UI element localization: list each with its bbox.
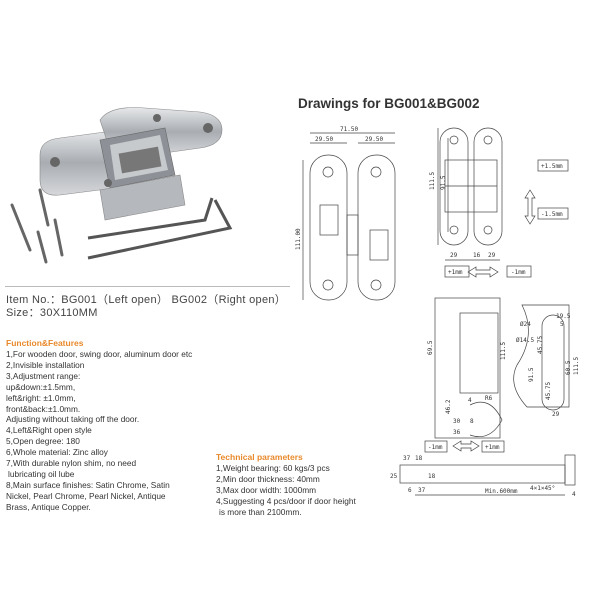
dim-label: 111.00: [295, 228, 302, 250]
dim-label: 6: [408, 487, 412, 494]
technical-line: 1,Weight bearing: 60 kgs/3 pcs: [216, 463, 330, 473]
dim-label: 29: [488, 252, 496, 259]
screws-image: [10, 188, 64, 264]
dim-label: Ø24: [520, 321, 531, 328]
dim-label: 8: [470, 418, 474, 425]
feature-line: 1,For wooden door, swing door, aluminum …: [6, 349, 193, 359]
hex-key-image: [87, 197, 233, 260]
hinge-image: [39, 107, 223, 221]
dim-label: 18: [415, 455, 423, 462]
dim-label: 71.50: [340, 126, 358, 133]
feature-line: left&right: ±1.0mm,: [6, 392, 76, 403]
feature-line: 4,Left&Right open style: [6, 425, 92, 436]
technical-list: 1,Weight bearing: 60 kgs/3 pcs 2,Min doo…: [216, 463, 356, 518]
dim-label: 29: [552, 411, 560, 418]
feature-line: Brass, Antique Copper.: [6, 501, 91, 512]
dim-label: 111.5: [500, 342, 507, 360]
dim-label: Min.600mm: [485, 488, 518, 495]
rod-drawing: [399, 454, 576, 496]
dim-label: 18: [428, 473, 436, 480]
dim-label: 4×1×45°: [530, 485, 555, 492]
feature-line: front&back:±1.0mm.: [6, 403, 81, 414]
feature-line: 2,Invisible installation: [6, 359, 85, 370]
feature-line: 5,Open degree: 180: [6, 436, 80, 447]
technical-line: is more than 2100mm.: [219, 506, 302, 517]
dim-label: 91.5: [440, 175, 447, 190]
feature-line: lubricating oil lube: [8, 468, 75, 479]
dim-label: 29.50: [365, 136, 383, 143]
dim-label: 45.75: [545, 382, 552, 400]
dim-label: Ø14.5: [516, 337, 534, 344]
dim-label: 111.5: [573, 357, 580, 375]
technical-heading: Technical parameters: [216, 452, 303, 462]
dim-label: 69.5: [427, 340, 434, 355]
size: Size：30X110MM: [6, 307, 98, 319]
dim-label: 29.50: [315, 136, 333, 143]
dim-label: 46.2: [445, 399, 452, 414]
features-heading: Function&Features: [6, 338, 84, 348]
product-photo: [10, 107, 233, 264]
dim-label: 5: [560, 321, 564, 328]
dim-label: 25: [390, 473, 398, 480]
feature-line: Nickel, Pearl Chrome, Pearl Nickel, Anti…: [6, 490, 166, 501]
adjust-view-drawing: [437, 127, 569, 278]
divider-line: [5, 286, 290, 287]
feature-line: Adjusting without taking off the door.: [6, 414, 140, 425]
feature-line: 7,With durable nylon shim, no need: [6, 458, 137, 469]
item-number: Item No.：BG001（Left open） BG002（Right op…: [6, 294, 287, 306]
adjust-left-label: +1mm: [448, 269, 463, 276]
dim-label: 19.5: [556, 313, 571, 320]
feature-line: 6,Whole material: Zinc alloy: [6, 447, 108, 458]
dim-label: 29: [450, 252, 458, 259]
technical-line: 2,Min door thickness: 40mm: [216, 473, 320, 484]
features-list: 1,For wooden door, swing door, aluminum …: [6, 349, 192, 513]
front-view-drawing: [302, 132, 396, 301]
dim-label: 16: [473, 252, 481, 259]
adjust-down-label: -1.5mm: [541, 211, 563, 218]
adjust-right-label: -1mm: [511, 269, 526, 276]
dim-label: 37: [418, 487, 426, 494]
dim-label: 4: [468, 397, 472, 404]
feature-line: 8,Main surface finishes: Satin Chrome, S…: [6, 479, 170, 490]
dim-label: 30: [453, 418, 461, 425]
adjust-up-label: +1.5mm: [541, 163, 563, 170]
drawings-title: Drawings for BG001&BG002: [298, 96, 480, 111]
dim-label: 60.5: [565, 360, 572, 375]
dim-label: 4: [572, 491, 576, 498]
technical-line: 3,Max door width: 1000mm: [216, 484, 317, 495]
technical-drawings: 71.50 29.50 29.50 111.00 111.5 91.5 29 1…: [295, 126, 580, 498]
dim-label: 91.5: [528, 367, 535, 382]
dim-label: R6: [485, 395, 493, 402]
dim-label: 111.5: [429, 172, 436, 190]
feature-line: 3,Adjustment range:: [6, 370, 81, 381]
adjust-right-label: +1mm: [485, 444, 500, 451]
feature-line: up&down:±1.5mm,: [6, 381, 76, 392]
technical-line: 4,Suggesting 4 pcs/door if door height: [216, 495, 356, 506]
profile-view-drawing: [513, 304, 570, 411]
adjust-left-label: -1mm: [428, 444, 443, 451]
dim-label: 36: [453, 429, 461, 436]
side-view-drawing: [424, 297, 505, 453]
dim-label: 37: [403, 455, 411, 462]
dim-label: 45.75: [537, 336, 544, 354]
